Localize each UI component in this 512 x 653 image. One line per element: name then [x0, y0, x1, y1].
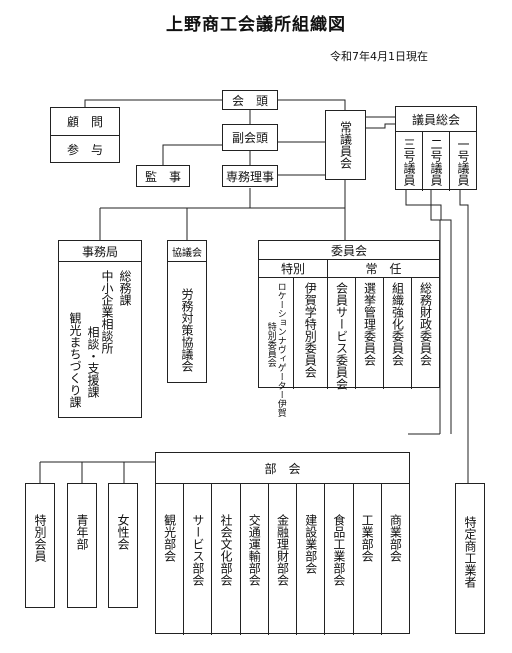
- womens-association-box: 女性会: [108, 483, 138, 608]
- committee-title: 委員会: [259, 241, 439, 260]
- division-item: 金融理財部会: [275, 514, 290, 586]
- divisions-title: 部 会: [156, 453, 409, 484]
- standing-members-box: 常議員会: [325, 110, 366, 180]
- vice-president-box: 副会頭: [222, 124, 278, 151]
- council-title-text: 協議会: [172, 247, 202, 259]
- standing-cell: 会員サービス委員会: [328, 278, 356, 390]
- division-item: 建設業部会: [303, 514, 318, 574]
- division-cell: 工業部会: [354, 484, 382, 635]
- standing-committees: 常 任 会員サービス委員会 選挙管理委員会 組織強化委員会 総務財政委員会: [328, 260, 439, 390]
- iga-studies-cell: 伊賀学特別委員会: [292, 278, 328, 389]
- general-assembly-box: 議員総会 三号議員 二号議員 一号議員: [395, 106, 477, 191]
- special-title: 特別: [259, 260, 327, 278]
- iga-studies-committee: 伊賀学特別委員会: [303, 282, 318, 378]
- member-class3-label: 三号議員: [402, 137, 416, 186]
- member-class3-cell: 三号議員: [396, 132, 423, 191]
- auditor-box: 監 事: [136, 165, 190, 187]
- location-navigator-cell: ロケーションナヴィゲーター伊賀 特別委員会: [259, 278, 293, 417]
- womens-association-label: 女性会: [116, 514, 130, 550]
- division-cell: 商業部会: [382, 484, 409, 635]
- division-cell: 食品工業部会: [325, 484, 354, 635]
- standing-committee-item: 会員サービス委員会: [334, 282, 349, 390]
- special-members-box: 特別会員: [25, 483, 55, 608]
- committee-box: 委員会 特別 伊賀学特別委員会 ロケーションナヴィゲーター伊賀 特別委員会 常 …: [258, 240, 440, 417]
- advisor-counselor-group: 顧 問 参 与: [50, 107, 120, 163]
- standing-committee-item: 組織強化委員会: [390, 282, 405, 366]
- council-title: 協議会: [168, 241, 206, 262]
- division-item: 工業部会: [360, 514, 375, 562]
- location-navigator-line2: 特別委員会: [265, 322, 276, 367]
- division-cell: 観光部会: [156, 484, 185, 635]
- member-class1-cell: 一号議員: [450, 132, 476, 191]
- page-title: 上野商工会議所組織図: [166, 15, 346, 35]
- division-cell: 建設業部会: [297, 484, 326, 635]
- secretariat-title: 事務局: [59, 241, 141, 262]
- standing-committee-item: 選挙管理委員会: [362, 282, 377, 366]
- secretariat-box: 事務局 総務課 中小企業相談所 相談・支援課 観光まちづくり課: [58, 240, 142, 418]
- advisor-box: 顧 問: [51, 108, 119, 136]
- division-item: 食品工業部会: [331, 514, 346, 586]
- division-item: 交通運輸部会: [247, 514, 262, 586]
- consultation-support-section: 相談・支援課: [86, 326, 100, 398]
- division-cell: 社会文化部会: [212, 484, 241, 635]
- division-cell: 金融理財部会: [269, 484, 298, 635]
- special-committees: 特別 伊賀学特別委員会 ロケーションナヴィゲーター伊賀 特別委員会: [259, 260, 328, 417]
- division-item: 観光部会: [162, 514, 177, 562]
- special-members-label: 特別会員: [33, 514, 47, 562]
- member-class1-label: 一号議員: [456, 137, 470, 186]
- standing-cell: 組織強化委員会: [384, 278, 412, 389]
- divisions-box: 部 会 観光部会 サービス部会 社会文化部会 交通運輸部会 金融理財部会 建設業…: [155, 452, 410, 635]
- managing-director-box: 専務理事: [222, 165, 278, 187]
- as-of-date: 令和7年4月1日現在: [330, 50, 428, 63]
- labor-council-label: 労務対策協議会: [180, 288, 194, 372]
- standing-cell: 総務財政委員会: [412, 278, 439, 389]
- division-item: サービス部会: [190, 514, 205, 586]
- standing-title: 常 任: [328, 260, 439, 278]
- division-cell: 交通運輸部会: [241, 484, 269, 635]
- standing-cell: 選挙管理委員会: [356, 278, 384, 389]
- tourism-community-section: 観光まちづくり課: [68, 312, 82, 408]
- sme-consultation-office: 中小企業相談所: [100, 270, 114, 354]
- specified-businesses-label: 特定商工業者: [463, 516, 477, 588]
- general-assembly-label: 議員総会: [396, 107, 476, 132]
- president-box: 会 頭: [222, 90, 278, 110]
- division-item: 社会文化部会: [219, 514, 234, 586]
- member-class2-cell: 二号議員: [423, 132, 450, 191]
- division-cell: サービス部会: [184, 484, 213, 635]
- member-class2-label: 二号議員: [429, 137, 443, 186]
- counselor-box: 参 与: [66, 143, 103, 157]
- division-item: 商業部会: [388, 514, 403, 562]
- specified-businesses-box: 特定商工業者: [455, 483, 485, 634]
- youth-division-label: 青年部: [75, 514, 89, 550]
- location-navigator-line1: ロケーションナヴィゲーター伊賀: [275, 282, 286, 417]
- council-box: 協議会 労務対策協議会: [167, 240, 207, 383]
- standing-committee-item: 総務財政委員会: [418, 282, 433, 366]
- standing-members-label: 常議員会: [338, 121, 353, 169]
- general-affairs-section: 総務課: [118, 270, 132, 306]
- youth-division-box: 青年部: [67, 483, 97, 608]
